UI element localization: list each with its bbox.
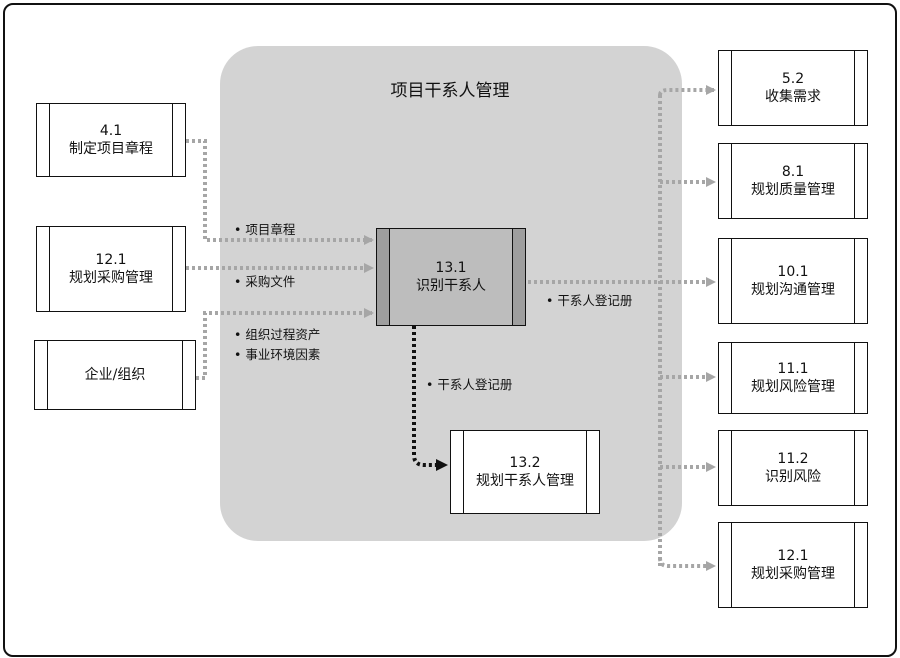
box-number: 12.1: [777, 548, 809, 564]
box-number: 4.1: [99, 123, 123, 139]
box-title: 收集需求: [765, 89, 821, 105]
label-enterprise-env-factors: • 事业环境因素: [234, 347, 321, 362]
box-title: 规划质量管理: [751, 182, 835, 198]
process-plan-stakeholder-management: 13.2 规划干系人管理: [450, 430, 600, 514]
box-title: 规划采购管理: [751, 566, 835, 582]
box-title: 规划沟通管理: [751, 282, 835, 298]
arrow-to-collect-requirements: [658, 85, 716, 96]
output-box-plan-communications: 10.1 规划沟通管理: [718, 238, 868, 324]
box-number: 11.2: [777, 451, 809, 467]
output-box-collect-requirements: 5.2 收集需求: [718, 50, 868, 126]
output-box-identify-risks: 11.2 识别风险: [718, 430, 868, 506]
box-number: 5.2: [781, 71, 805, 87]
center-process-identify-stakeholders: 13.1 识别干系人: [376, 228, 526, 326]
box-title: 规划采购管理: [69, 270, 153, 286]
arrow-org-assets: [196, 308, 374, 380]
box-title: 规划风险管理: [751, 379, 835, 395]
box-number: 11.1: [777, 361, 809, 377]
arrow-to-plan-procurement: [658, 557, 716, 571]
box-number: 13.1: [435, 260, 467, 276]
box-title: 识别风险: [765, 469, 821, 485]
label-stakeholder-register-down: • 干系人登记册: [426, 377, 513, 392]
box-number: 12.1: [95, 252, 127, 268]
box-title: 规划干系人管理: [476, 473, 574, 489]
box-title: 企业/组织: [84, 367, 146, 383]
box-title: 识别干系人: [416, 278, 486, 294]
output-box-plan-quality: 8.1 规划质量管理: [718, 143, 868, 219]
box-title: 制定项目章程: [69, 141, 153, 157]
input-box-enterprise: 企业/组织: [34, 340, 196, 410]
label-procurement-documents: • 采购文件: [234, 274, 296, 289]
arrow-charter: [186, 139, 374, 245]
group-title: 项目干系人管理: [390, 81, 510, 101]
output-box-plan-procurement: 12.1 规划采购管理: [718, 522, 868, 608]
box-number: 13.2: [509, 455, 541, 471]
box-number: 8.1: [781, 164, 805, 180]
input-box-develop-charter: 4.1 制定项目章程: [36, 103, 186, 177]
arrow-to-plan-stakeholder: [412, 326, 448, 471]
label-org-process-assets: • 组织过程资产: [234, 327, 321, 342]
box-number: 10.1: [777, 264, 809, 280]
label-project-charter: • 项目章程: [234, 222, 296, 237]
output-box-plan-risk: 11.1 规划风险管理: [718, 342, 868, 414]
label-stakeholder-register-right: • 干系人登记册: [546, 293, 633, 308]
input-box-plan-procurement: 12.1 规划采购管理: [36, 226, 186, 312]
